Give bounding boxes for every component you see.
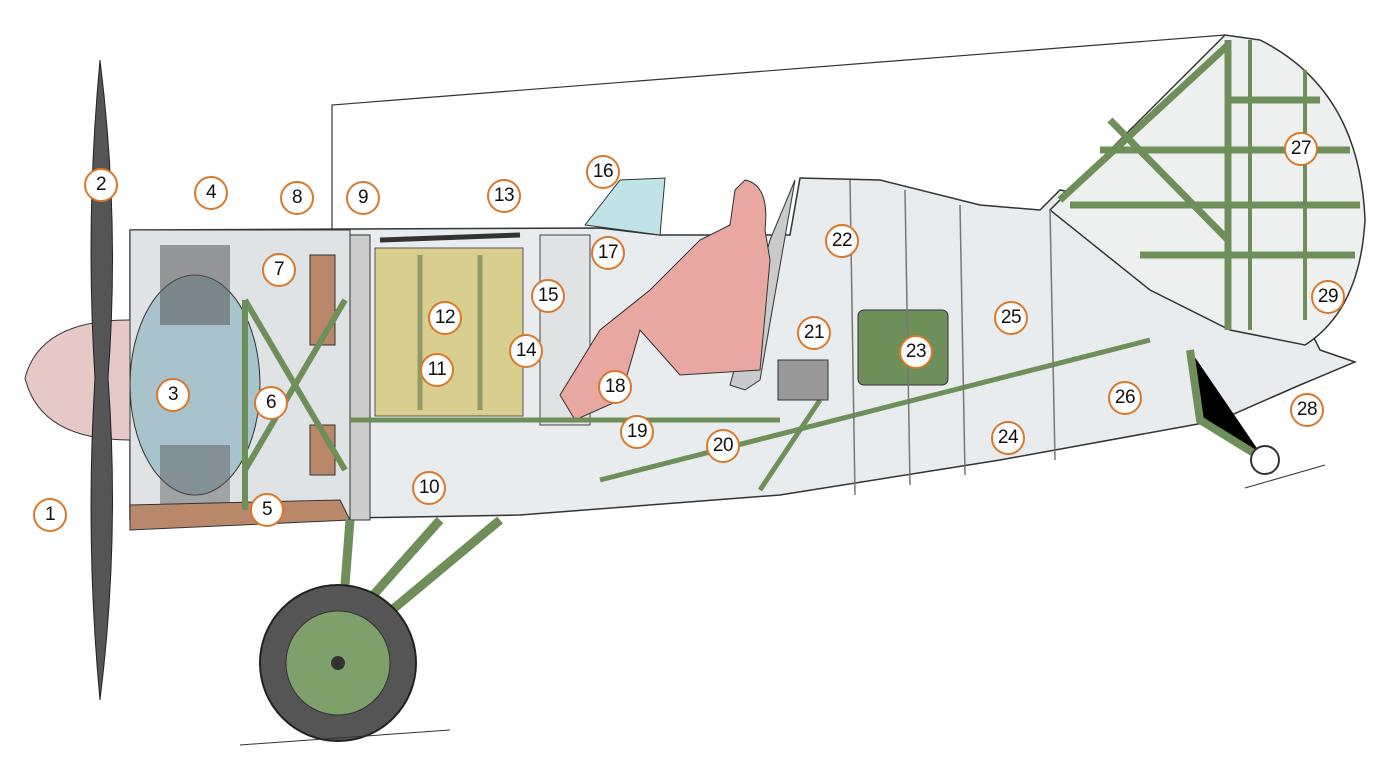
callout-14: 14 [509,334,543,368]
tail-wheel [1250,445,1280,475]
radio-box [777,359,829,401]
callout-15: 15 [531,279,565,313]
callout-19: 19 [620,415,654,449]
propeller [90,59,113,701]
propeller-spinner [24,319,131,441]
firewall [349,234,371,521]
callout-7: 7 [262,253,296,287]
callout-23: 23 [899,335,933,369]
callout-24: 24 [991,421,1025,455]
callout-26: 26 [1108,381,1142,415]
callout-17: 17 [591,236,625,270]
callout-1: 1 [33,498,67,532]
windscreen [584,177,666,236]
callout-9: 9 [346,181,380,215]
callout-22: 22 [825,224,859,258]
antenna-wire [331,34,1226,250]
exhaust-pipe [129,499,351,531]
callout-20: 20 [706,429,740,463]
callout-10: 10 [412,471,446,505]
callout-11: 11 [420,353,454,387]
callout-29: 29 [1311,280,1345,314]
callout-2: 2 [84,168,118,202]
callout-21: 21 [797,316,831,350]
tail-fin [1048,34,1366,346]
callout-8: 8 [280,181,314,215]
callout-12: 12 [428,301,462,335]
callout-6: 6 [254,386,288,420]
callout-28: 28 [1290,393,1324,427]
pilot [559,179,771,421]
callout-25: 25 [994,301,1028,335]
callout-16: 16 [586,155,620,189]
callout-4: 4 [194,176,228,210]
callout-18: 18 [598,370,632,404]
callout-3: 3 [156,378,190,412]
callout-5: 5 [250,493,284,527]
callout-13: 13 [487,179,521,213]
callout-27: 27 [1284,132,1318,166]
